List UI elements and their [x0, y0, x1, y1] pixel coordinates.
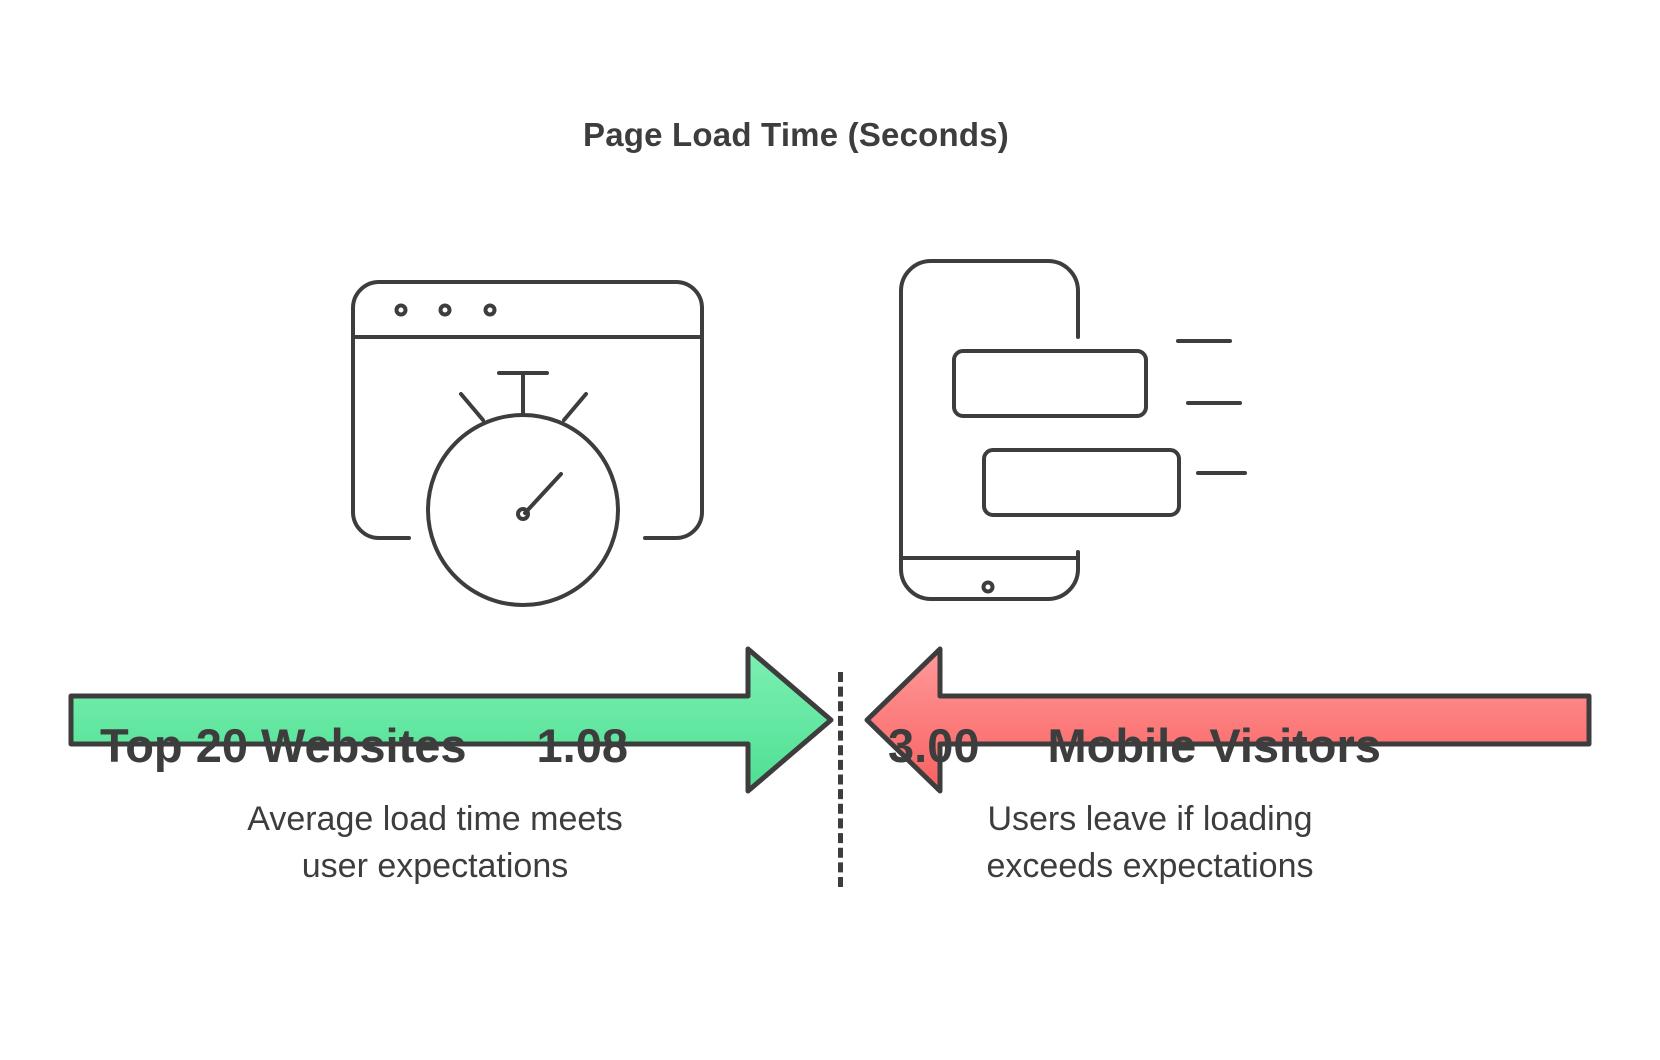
center-divider — [838, 672, 843, 887]
left-caption: Average load time meets user expectation… — [247, 800, 623, 885]
mobile-phone-speed-icon — [885, 245, 1260, 615]
right-caption: Users leave if loading exceeds expectati… — [986, 800, 1314, 885]
page-title: Page Load Time (Seconds) — [583, 116, 1009, 153]
right-arrow-bar[interactable] — [862, 641, 1592, 799]
left-arrow-bar[interactable] — [68, 641, 836, 799]
browser-stopwatch-icon — [345, 248, 710, 608]
